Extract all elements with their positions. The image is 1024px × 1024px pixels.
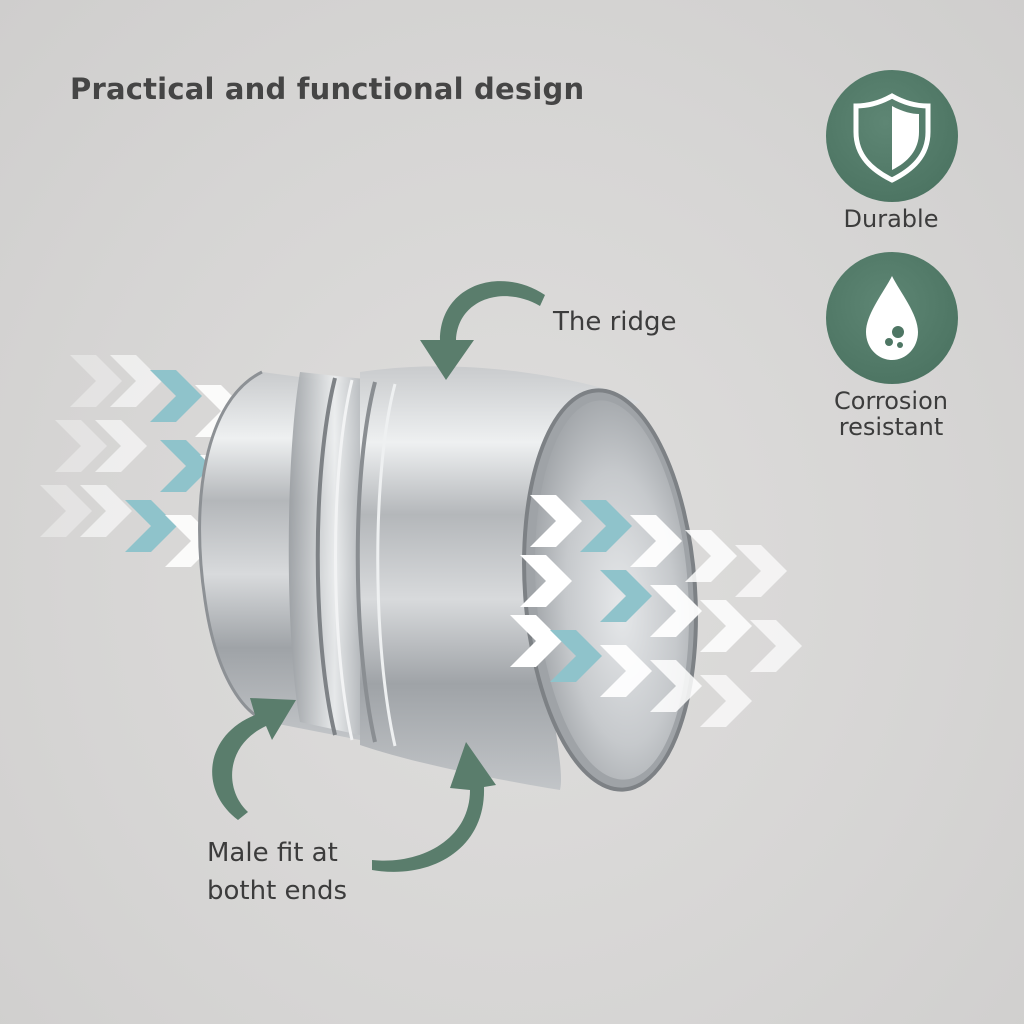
ridge-arrow-icon — [420, 281, 545, 380]
durable-label: Durable — [843, 205, 939, 233]
corrosion-label-line2: resistant — [838, 413, 944, 441]
male-fit-left-arrow-icon — [212, 698, 296, 820]
water-drop-icon — [866, 276, 918, 360]
corrosion-label-line1: Corrosion — [834, 387, 948, 415]
durable-badge — [826, 70, 958, 202]
male-fit-callout: Male fit at botht ends — [207, 834, 347, 910]
shield-icon — [853, 93, 931, 183]
male-fit-line1: Male fit at — [207, 838, 338, 868]
page-title: Practical and functional design — [70, 72, 585, 106]
male-fit-line2: botht ends — [207, 876, 348, 906]
ridge-callout: The ridge — [553, 307, 677, 337]
duct-connector — [198, 366, 698, 792]
corrosion-label: Corrosion resistant — [791, 388, 991, 440]
male-fit-right-arrow-icon — [372, 742, 496, 872]
corrosion-badge — [826, 252, 958, 384]
